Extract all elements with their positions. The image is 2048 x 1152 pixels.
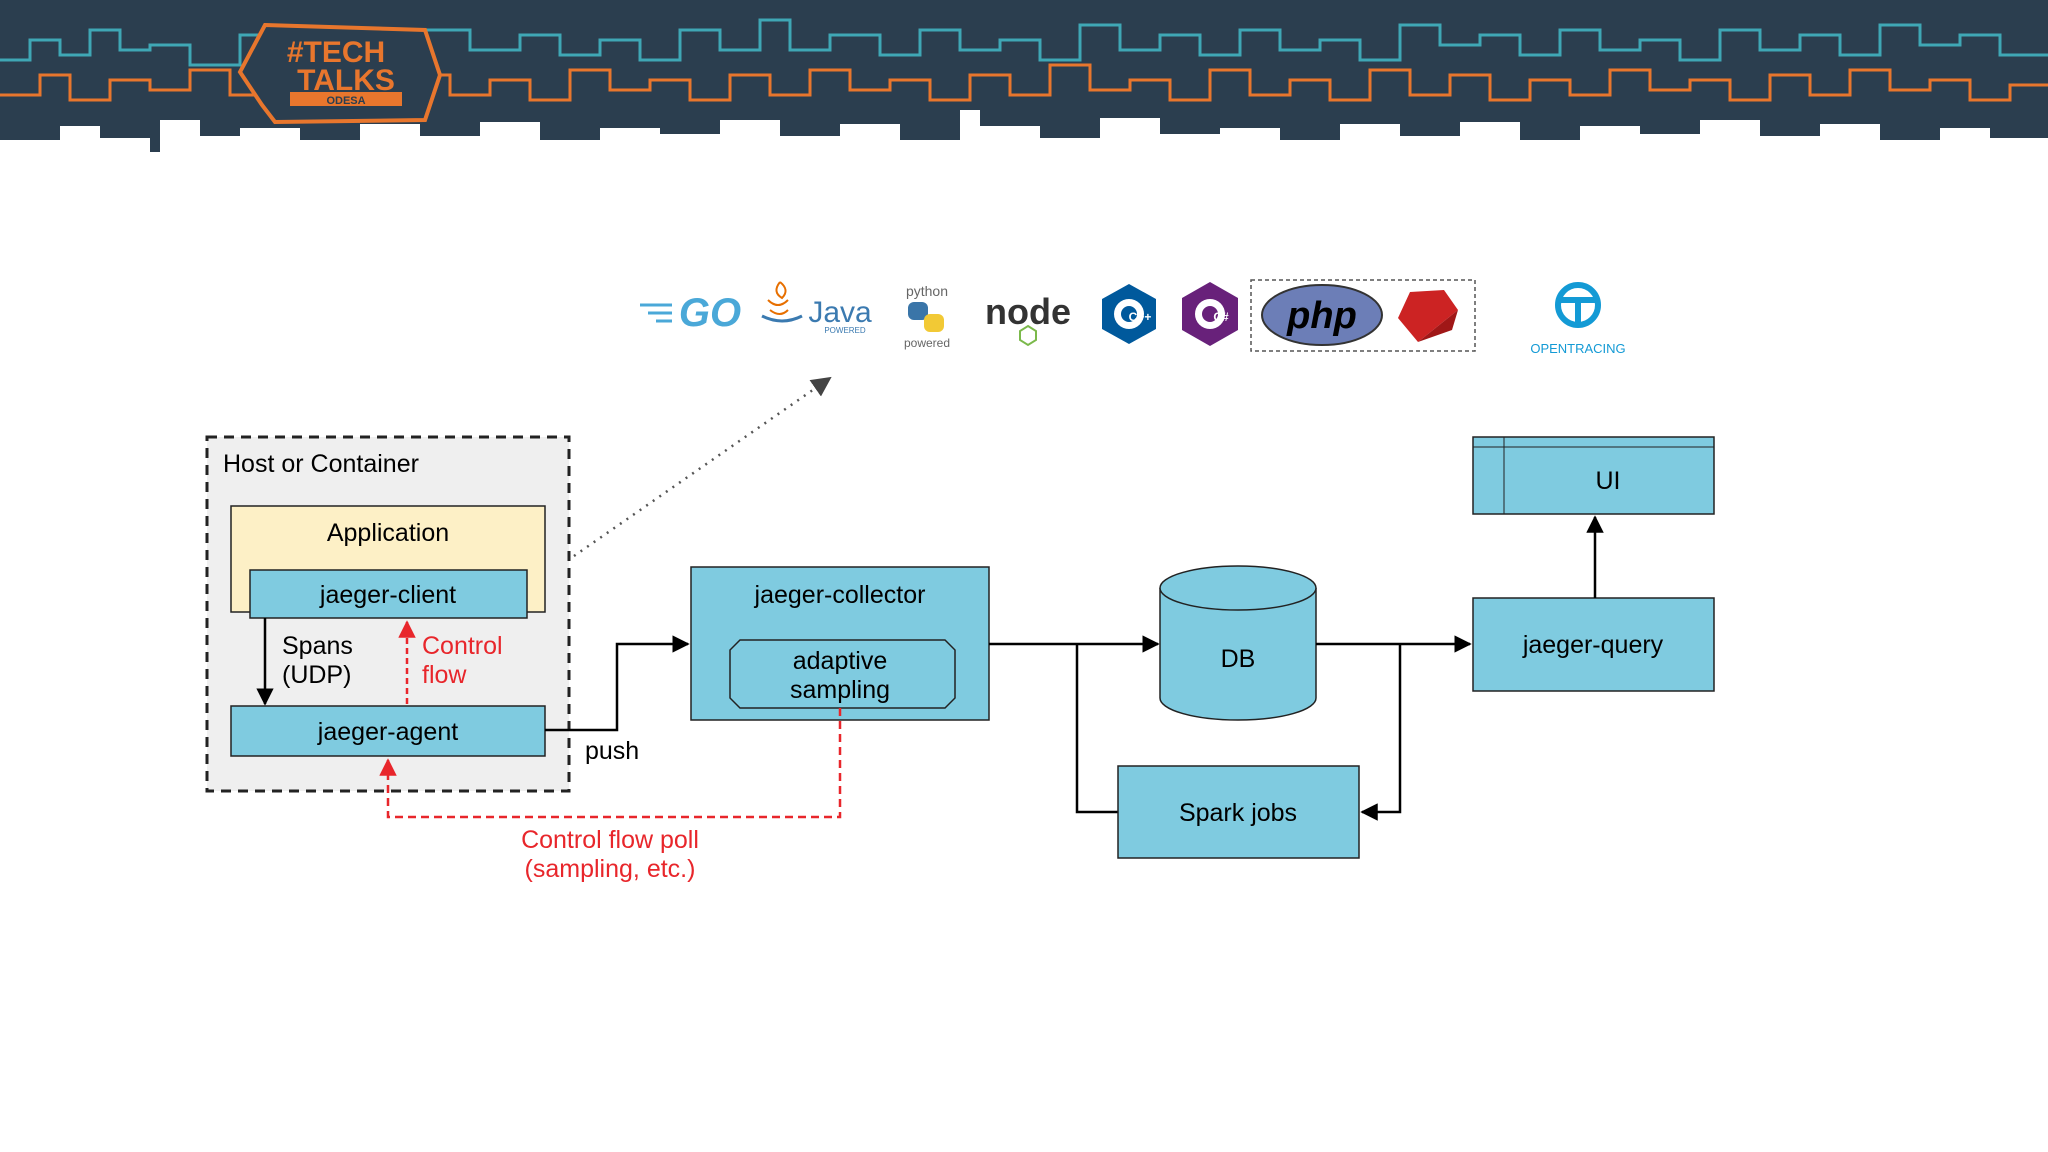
client-to-libraries-dotted-arrow	[527, 376, 832, 590]
python-logo-bottom: powered	[904, 336, 950, 350]
host-container-label: Host or Container	[223, 450, 419, 478]
control-flow-poll-label-line1: Control flow poll	[521, 826, 699, 854]
banner-skyline-bg	[0, 0, 2048, 152]
control-flow-label-line1: Control	[422, 632, 503, 660]
go-logo-text: GO	[679, 291, 741, 335]
language-logos: GO Java POWERED python powered node C++	[640, 279, 1626, 356]
logo-hash-text: #TECH	[287, 36, 385, 69]
db-to-spark-branch	[1360, 644, 1402, 821]
php-ruby-dashed-box	[1250, 279, 1476, 352]
spans-label-line1: Spans	[282, 632, 353, 660]
push-label: push	[585, 737, 639, 765]
python-logo: python powered	[904, 283, 950, 350]
php-logo-text: php	[1286, 295, 1357, 337]
jaeger-agent-box	[230, 705, 546, 757]
cpp-logo: C++	[1102, 284, 1156, 344]
jaeger-query-label: jaeger-query	[1522, 631, 1664, 659]
push-arrow	[545, 635, 690, 732]
application-label: Application	[327, 519, 449, 547]
java-logo-text: Java	[808, 296, 872, 329]
ui-box	[1472, 436, 1715, 515]
spark-jobs-box	[1117, 765, 1360, 859]
spark-jobs-label: Spark jobs	[1179, 799, 1297, 827]
spans-label-line2: (UDP)	[282, 661, 351, 689]
opentracing-logo-text: OPENTRACING	[1530, 341, 1625, 356]
collector-to-spark-branch	[1075, 644, 1118, 814]
adaptive-sampling-label-line2: sampling	[790, 676, 890, 704]
control-flow-poll-label-line2: (sampling, etc.)	[525, 855, 696, 883]
ui-label: UI	[1596, 467, 1621, 495]
control-flow-poll-arrow	[379, 708, 842, 819]
jaeger-client-label: jaeger-client	[319, 581, 456, 609]
jaeger-query-box	[1472, 597, 1715, 692]
control-flow-label-line2: flow	[422, 661, 467, 689]
java-logo-sub: POWERED	[824, 326, 866, 335]
jaeger-client-box	[249, 569, 528, 619]
jaeger-collector-label: jaeger-collector	[754, 581, 926, 609]
nodejs-logo: node	[985, 291, 1071, 347]
opentracing-logo: OPENTRACING	[1530, 282, 1626, 356]
techtalks-logo: #TECH TALKS ODESA	[237, 22, 443, 125]
db-label: DB	[1221, 645, 1256, 673]
php-logo: php	[1261, 284, 1383, 346]
python-logo-top: python	[906, 283, 948, 299]
java-logo: Java POWERED	[761, 281, 872, 335]
db-cylinder	[1159, 565, 1317, 721]
csharp-logo-text: C#	[1213, 310, 1229, 324]
jaeger-agent-label: jaeger-agent	[317, 718, 458, 746]
adaptive-sampling-box	[729, 639, 956, 709]
logo-city-text: ODESA	[326, 95, 365, 107]
logo-talks-text: TALKS	[297, 64, 395, 97]
header-banner: #TECH TALKS ODESA	[0, 0, 2048, 152]
cpp-logo-text: C++	[1129, 310, 1152, 324]
go-logo: GO	[640, 291, 741, 335]
csharp-logo: C#	[1182, 282, 1238, 346]
ruby-logo	[1398, 290, 1458, 342]
adaptive-sampling-label-line1: adaptive	[793, 647, 888, 675]
